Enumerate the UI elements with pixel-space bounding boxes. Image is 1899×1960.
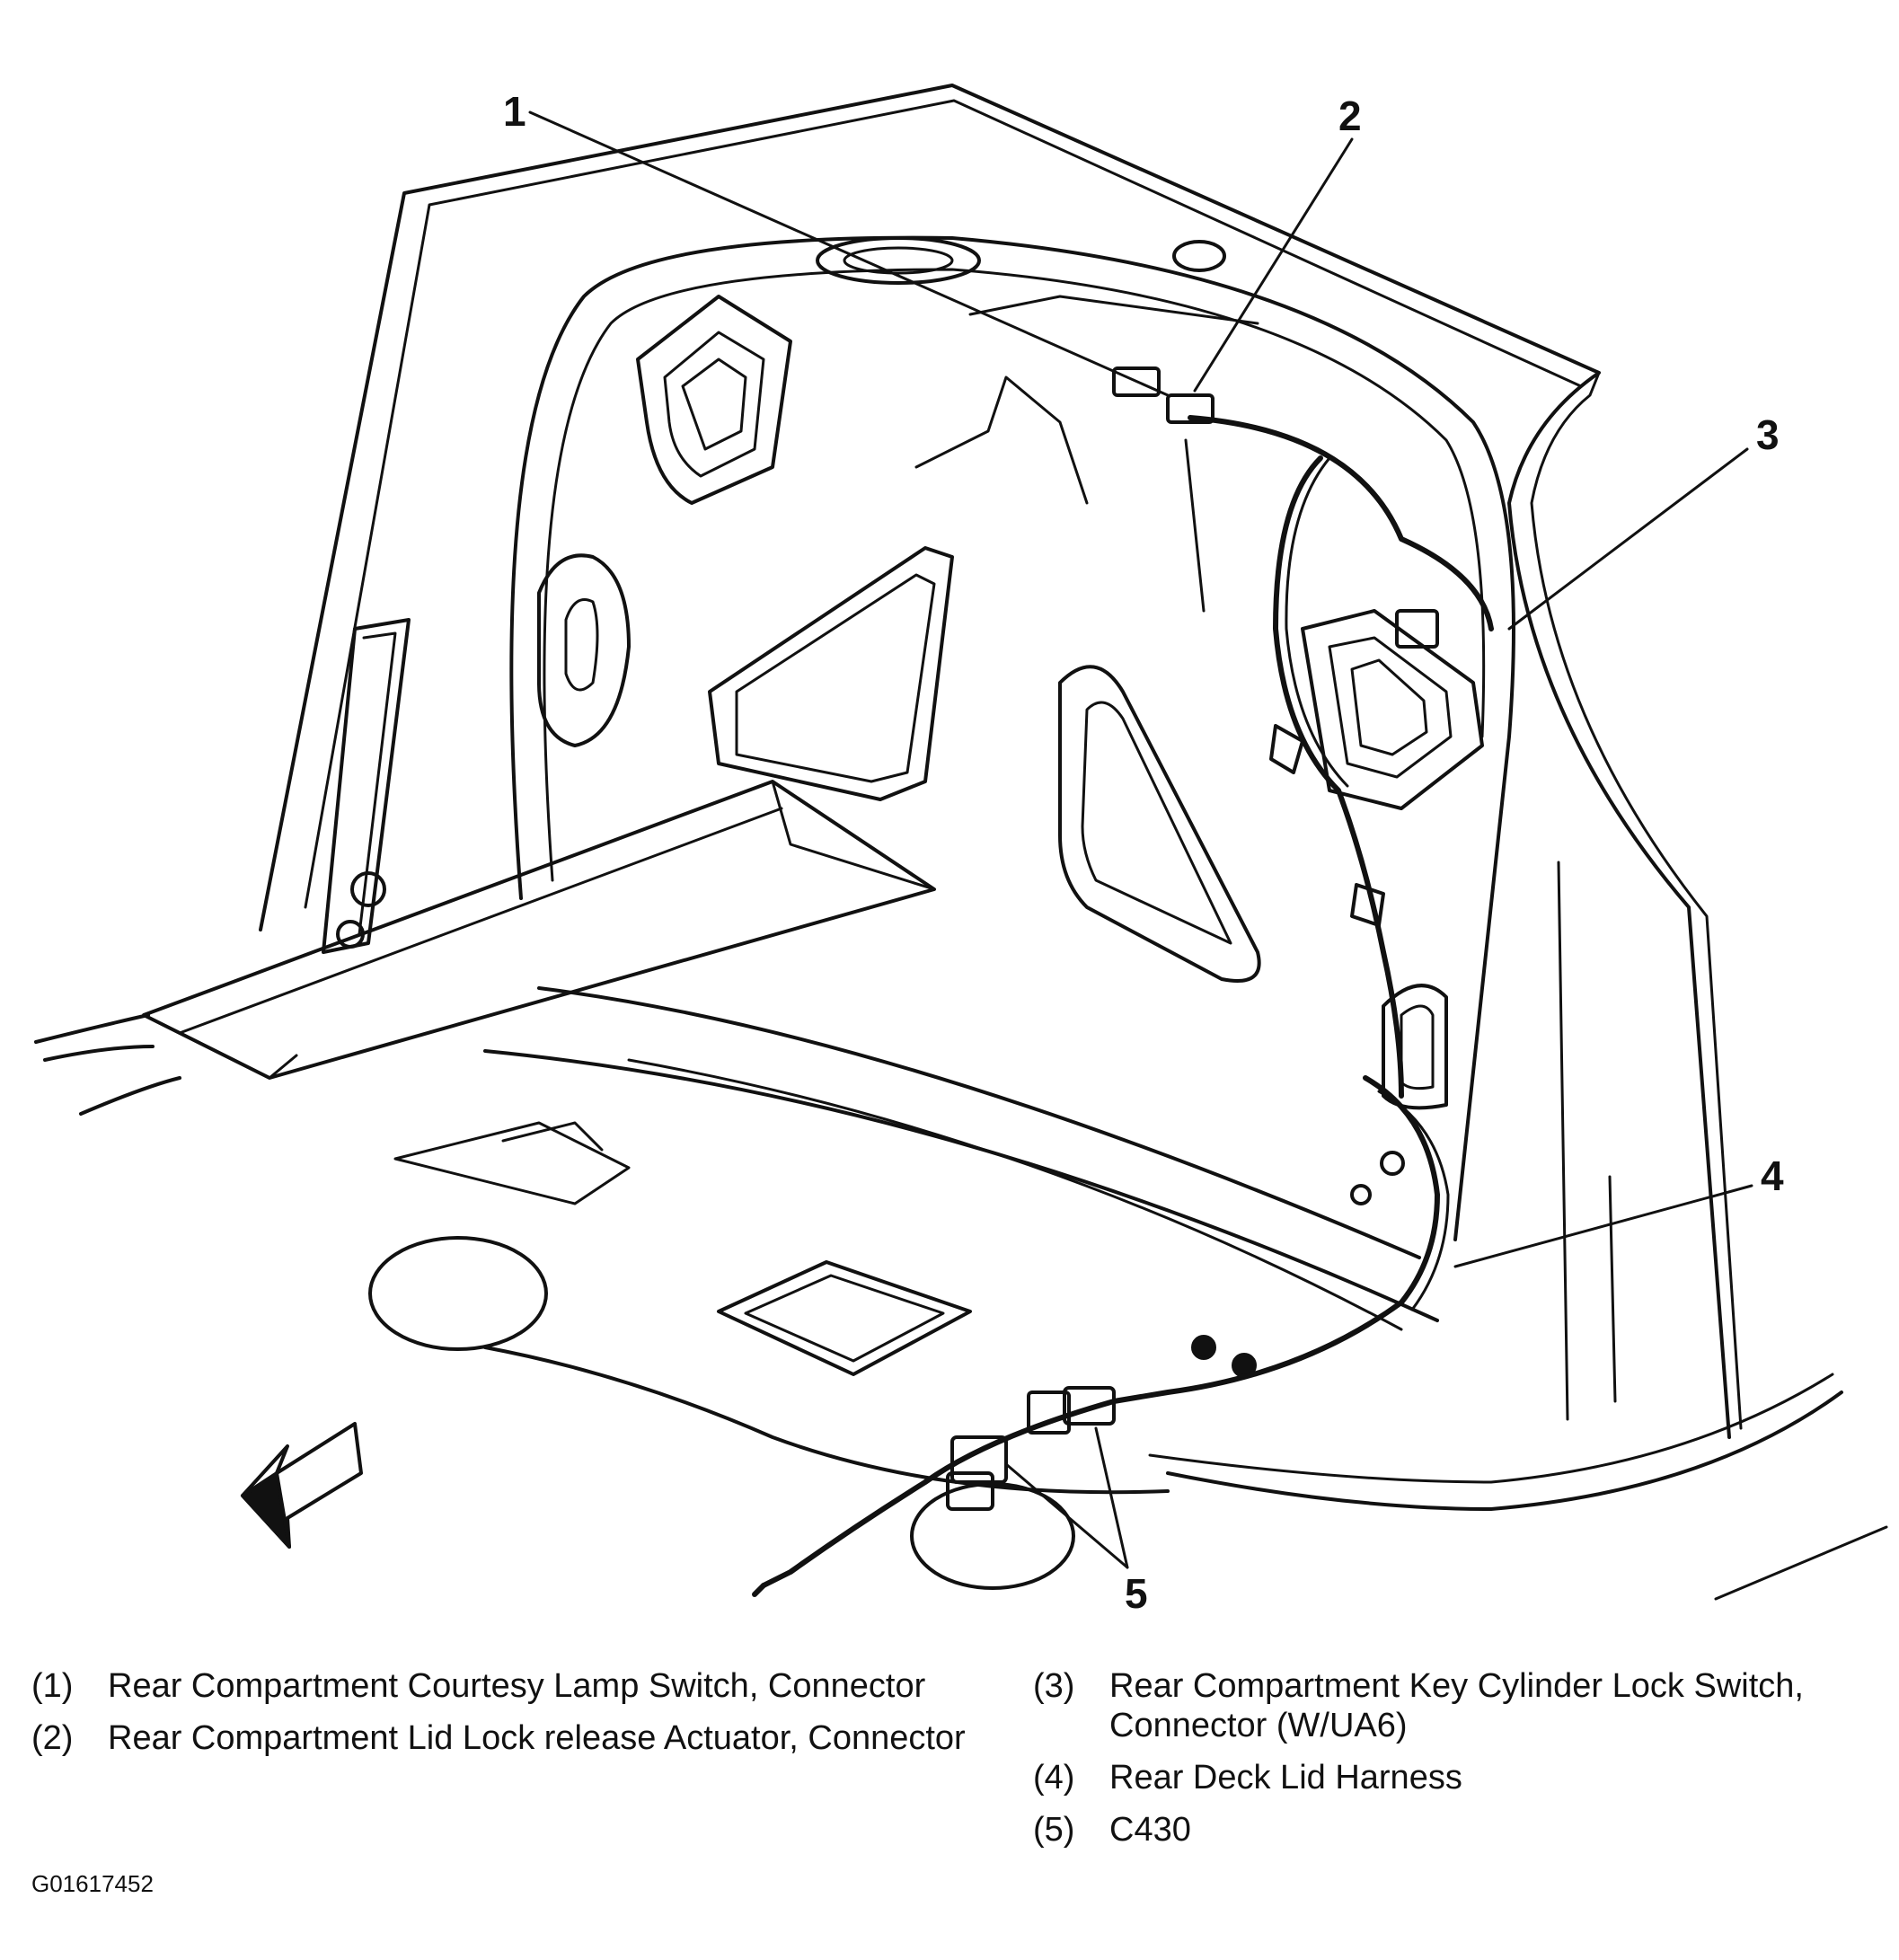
legend-label: Rear Compartment Lid Lock release Actuat… bbox=[108, 1719, 966, 1757]
legend-right-column: (3) Rear Compartment Key Cylinder Lock S… bbox=[1033, 1666, 1868, 1862]
callout-1: 1 bbox=[503, 88, 526, 135]
trunk-floor bbox=[368, 1121, 1888, 1601]
rear-compartment-lid-illustration: 1 2 3 4 5 bbox=[34, 84, 1888, 1617]
legend-item-2: (2) Rear Compartment Lid Lock release Ac… bbox=[31, 1718, 984, 1758]
legend-item-3: (3) Rear Compartment Key Cylinder Lock S… bbox=[1033, 1666, 1868, 1745]
legend-left-column: (1) Rear Compartment Courtesy Lamp Switc… bbox=[31, 1666, 984, 1770]
legend-label: Rear Compartment Key Cylinder Lock Switc… bbox=[1109, 1667, 1804, 1744]
legend-label: C430 bbox=[1109, 1811, 1191, 1849]
front-direction-arrow-icon bbox=[241, 1422, 363, 1549]
callout-5: 5 bbox=[1125, 1570, 1148, 1617]
legend-item-5: (5) C430 bbox=[1033, 1810, 1868, 1850]
deck-lid-inner-panel bbox=[483, 235, 1515, 1331]
legend-number: (5) bbox=[1033, 1811, 1075, 1849]
legend-number: (2) bbox=[31, 1719, 74, 1757]
callout-2: 2 bbox=[1338, 93, 1362, 139]
legend-number: (3) bbox=[1033, 1667, 1075, 1705]
legend-label: Rear Deck Lid Harness bbox=[1109, 1759, 1462, 1797]
legend-item-1: (1) Rear Compartment Courtesy Lamp Switc… bbox=[31, 1666, 984, 1706]
legend-number: (4) bbox=[1033, 1759, 1075, 1797]
callout-leaders bbox=[528, 110, 1753, 1569]
legend-number: (1) bbox=[31, 1667, 74, 1705]
deck-lid-outer-panel bbox=[259, 84, 1743, 1439]
lid-stamped-pockets bbox=[537, 236, 1484, 1110]
lid-hinge-left bbox=[322, 618, 411, 954]
legend-item-4: (4) Rear Deck Lid Harness bbox=[1033, 1758, 1868, 1797]
callout-3: 3 bbox=[1756, 411, 1780, 458]
rear-deck-lid-harness bbox=[752, 366, 1494, 1597]
figure-id: G01617452 bbox=[31, 1870, 154, 1897]
callout-4: 4 bbox=[1761, 1152, 1784, 1199]
legend-label: Rear Compartment Courtesy Lamp Switch, C… bbox=[108, 1667, 926, 1705]
lid-support-strut bbox=[34, 780, 936, 1116]
